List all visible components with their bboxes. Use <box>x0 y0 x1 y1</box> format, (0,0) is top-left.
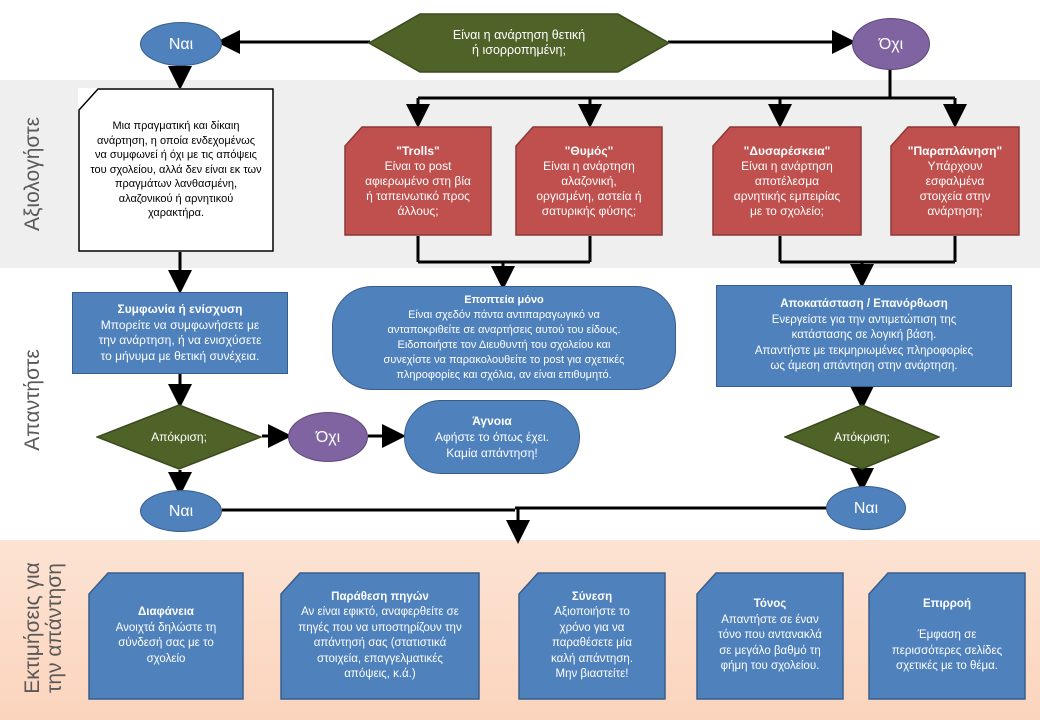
tip-tone-title: Τόνος <box>753 598 787 611</box>
tip-transparency-shape <box>88 572 244 700</box>
tip-sources-body: Αν είναι εφικτό, αναφερθείτε σε πηγές πο… <box>298 606 462 680</box>
top-no-label: Όχι <box>878 35 904 53</box>
tip-influence-title: Επιρροή <box>923 598 971 611</box>
tip-prudence-body: Αξιοποιήστε το χρόνο για να παραθέσετε μ… <box>550 606 634 680</box>
left-yes-label: Ναι <box>168 502 194 520</box>
tip-transparency-title: Διαφάνεια <box>138 606 194 618</box>
right-yes-oval: Ναι <box>826 486 906 530</box>
category-misleading-title: "Παραπλάνηση" <box>907 143 1003 158</box>
tip-prudence-shape <box>518 572 666 700</box>
note-shape <box>78 88 274 252</box>
restore-box: Αποκατάσταση / Επανόρθωση Ενεργείστε για… <box>716 285 1012 387</box>
restore-title: Αποκατάσταση / Επανόρθωση <box>780 298 948 311</box>
monitor-box: Εποπτεία μόνο Είναι σχεδόν πάντα αντιπαρ… <box>332 286 676 390</box>
tip-influence: Επιρροή Έμφαση σε περισσότερες σελίδες σ… <box>868 572 1026 700</box>
question-diamond-shape <box>368 13 670 73</box>
monitor-body: Είναι σχεδόν πάντα αντιπαραγωγικό να αντ… <box>383 309 625 381</box>
agree-title: Συμφωνία ή ενίσχυση <box>117 302 243 316</box>
ignore-title: Άγνοια <box>472 414 512 428</box>
left-decision-shape <box>96 404 262 470</box>
category-resentment: "Δυσαρέσκεια" Είναι η ανάρτηση αποτέλεσμ… <box>712 126 862 236</box>
category-resentment-body: Είναι η ανάρτηση αποτέλεσμα αρνητικής εμ… <box>733 158 841 218</box>
tip-transparency: Διαφάνεια Ανοιχτά δηλώστε τη σύνδεσή σας… <box>88 572 244 700</box>
category-trolls: "Trolls" Είναι το post αφιερωμένο στη βί… <box>344 126 492 236</box>
agree-body: Μπορείτε να συμφωνήσετε με την ανάρτηση,… <box>98 317 262 363</box>
category-resentment-shape <box>712 126 862 236</box>
tip-sources-shape <box>280 572 480 700</box>
restore-body: Ενεργείστε για την αντιμετώπιση της κατά… <box>754 313 974 373</box>
tip-influence-body: Έμφαση σε περισσότερες σελίδες σχετικές … <box>891 629 1003 673</box>
tip-tone-shape <box>696 572 844 700</box>
tip-tone-body: Απαντήστε σε έναν τόνο που αντανακλά σε … <box>718 613 822 673</box>
tip-influence-shape <box>868 572 1026 700</box>
right-decision-diamond: Απόκριση; <box>784 404 940 470</box>
monitor-title: Εποπτεία μόνο <box>464 294 544 306</box>
fair-post-note: Μια πραγματική και δίκαιη ανάρτηση, η οπ… <box>78 88 274 252</box>
tip-transparency-body: Ανοιχτά δηλώστε τη σύνδεσή σας με το σχο… <box>115 621 217 665</box>
tip-prudence: Σύνεση Αξιοποιήστε το χρόνο για να παραθ… <box>518 572 666 700</box>
right-decision-shape <box>784 404 940 470</box>
right-yes-label: Ναι <box>853 499 879 517</box>
tip-sources-title: Παράθεση πηγών <box>331 590 429 603</box>
question-text: Είναι η ανάρτηση θετική ή ισορροπημένη; <box>452 28 586 57</box>
top-yes-label: Ναι <box>168 35 194 53</box>
left-decision-diamond: Απόκριση; <box>96 404 262 470</box>
category-anger-title: "Θυμός" <box>564 143 614 158</box>
tip-tone: Τόνος Απαντήστε σε έναν τόνο που αντανακ… <box>696 572 844 700</box>
top-no-oval: Όχι <box>852 18 930 70</box>
category-anger-body: Είναι η ανάρτηση αλαζονική, οργισμένη, α… <box>536 158 642 218</box>
left-yes-oval: Ναι <box>140 490 222 532</box>
category-anger: "Θυμός" Είναι η ανάρτηση αλαζονική, οργι… <box>515 126 663 236</box>
left-decision-label: Απόκριση; <box>151 429 207 444</box>
top-yes-oval: Ναι <box>140 22 222 66</box>
tip-sources: Παράθεση πηγών Αν είναι εφικτό, αναφερθε… <box>280 572 480 700</box>
category-misleading-body: Υπάρχουν εσφαλμένα στοιχεία στην ανάρτησ… <box>919 158 991 218</box>
category-misleading: "Παραπλάνηση" Υπάρχουν εσφαλμένα στοιχεί… <box>890 126 1020 236</box>
agree-box: Συμφωνία ή ενίσχυση Μπορείτε να συμφωνήσ… <box>72 292 288 374</box>
category-anger-shape <box>515 126 663 236</box>
category-trolls-body: Είναι το post αφιερωμένο στη βία ή ταπει… <box>365 158 471 218</box>
category-resentment-title: "Δυσαρέσκεια" <box>743 143 831 158</box>
category-misleading-shape <box>890 126 1020 236</box>
left-no-label: Όχι <box>315 428 341 446</box>
left-no-oval: Όχι <box>288 412 368 462</box>
ignore-body: Αφήστε το όπως έχει. Καμία απάντηση! <box>435 430 549 460</box>
category-trolls-shape <box>344 126 492 236</box>
category-trolls-title: "Trolls" <box>396 143 440 158</box>
right-decision-label: Απόκριση; <box>834 429 890 444</box>
tip-prudence-title: Σύνεση <box>571 590 613 603</box>
question-diamond: Είναι η ανάρτηση θετική ή ισορροπημένη; <box>368 13 670 73</box>
ignore-box: Άγνοια Αφήστε το όπως έχει. Καμία απάντη… <box>404 400 580 474</box>
note-text: Μια πραγματική και δίκαιη ανάρτηση, η οπ… <box>90 120 262 220</box>
